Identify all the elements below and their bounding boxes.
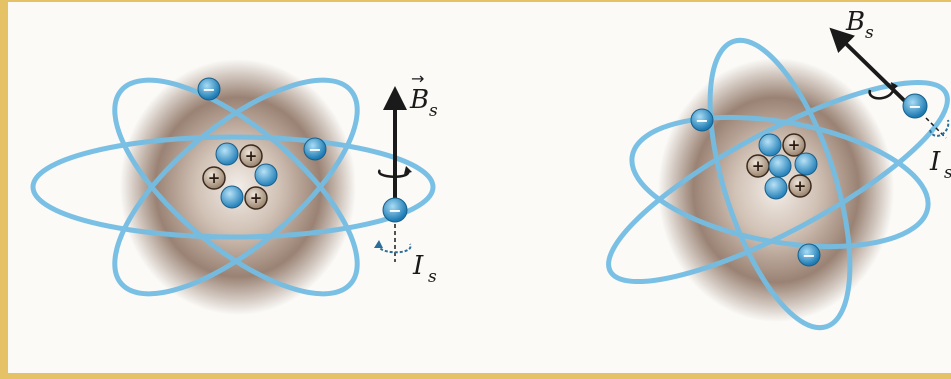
left-proton-sign: +: [208, 169, 221, 187]
left-proton-sign: +: [250, 189, 263, 207]
right-orbit-b: [629, 114, 931, 250]
right-neutron: [768, 154, 792, 178]
left-field-label: B: [409, 85, 429, 115]
left-orbit-tilted-a: [112, 77, 360, 297]
right-atom: + + + − −: [606, 7, 951, 331]
left-electron: [303, 137, 327, 161]
right-field-subscript: s: [865, 23, 874, 43]
right-electron: [797, 243, 821, 267]
left-field-subscript: s: [429, 101, 438, 121]
right-nucleus: + + +: [746, 133, 818, 200]
diagram-panel: + + + − − −: [8, 2, 951, 373]
right-orbit-a: [606, 79, 950, 285]
left-neutron: [220, 185, 244, 209]
left-current-label: I: [412, 251, 424, 281]
right-field-label: B: [845, 7, 865, 37]
right-current-label: I: [929, 147, 941, 177]
right-neutron: [764, 176, 788, 200]
left-field-rotation-head: [404, 166, 412, 174]
left-proton: [244, 186, 268, 210]
left-spin-electron-sign: −: [388, 201, 401, 220]
right-proton-sign: +: [788, 136, 801, 154]
left-current-loop-head: [374, 240, 383, 248]
right-current-subscript: s: [944, 163, 951, 183]
right-current-loop: [929, 119, 950, 137]
left-orbits: [30, 77, 436, 297]
right-proton: [788, 174, 812, 198]
right-proton-sign: +: [794, 177, 807, 195]
left-orbit-horizontal: [30, 134, 436, 240]
right-proton: [782, 133, 806, 157]
right-electron-sign: −: [695, 111, 708, 130]
right-neutron: [758, 133, 782, 157]
left-electron-sign: −: [202, 80, 215, 99]
right-spin-electron-sign: −: [908, 97, 921, 116]
left-electron: [197, 77, 221, 101]
left-current-subscript: s: [428, 267, 437, 287]
left-proton-sign: +: [245, 147, 258, 165]
right-field-rotation-head: [891, 82, 898, 91]
atom-spin-diagram: + + + − − −: [30, 7, 951, 331]
left-neutron: [215, 142, 239, 166]
left-field-vector-arrow: →: [411, 69, 424, 88]
left-electron-cloud: [120, 59, 356, 315]
right-spin-axis: [829, 27, 915, 111]
right-proton-sign: +: [752, 157, 765, 175]
right-orbit-c: [707, 37, 853, 331]
left-proton: [202, 166, 226, 190]
left-neutron: [254, 163, 278, 187]
left-nucleus: + + +: [202, 142, 278, 210]
left-orbit-tilted-b: [112, 77, 360, 297]
right-orbits: [606, 37, 950, 331]
right-spin-electron: [902, 93, 928, 119]
left-spin-electron-group: −: [374, 86, 412, 262]
right-spin-electron-group: −: [829, 27, 950, 139]
right-electron: [690, 108, 714, 132]
left-proton: [239, 144, 263, 168]
right-electron-sign: −: [802, 246, 815, 265]
left-atom: + + + − − −: [30, 59, 438, 315]
right-neutron: [794, 152, 818, 176]
left-electron-sign: −: [308, 140, 321, 159]
left-spin-electron: [382, 197, 408, 223]
